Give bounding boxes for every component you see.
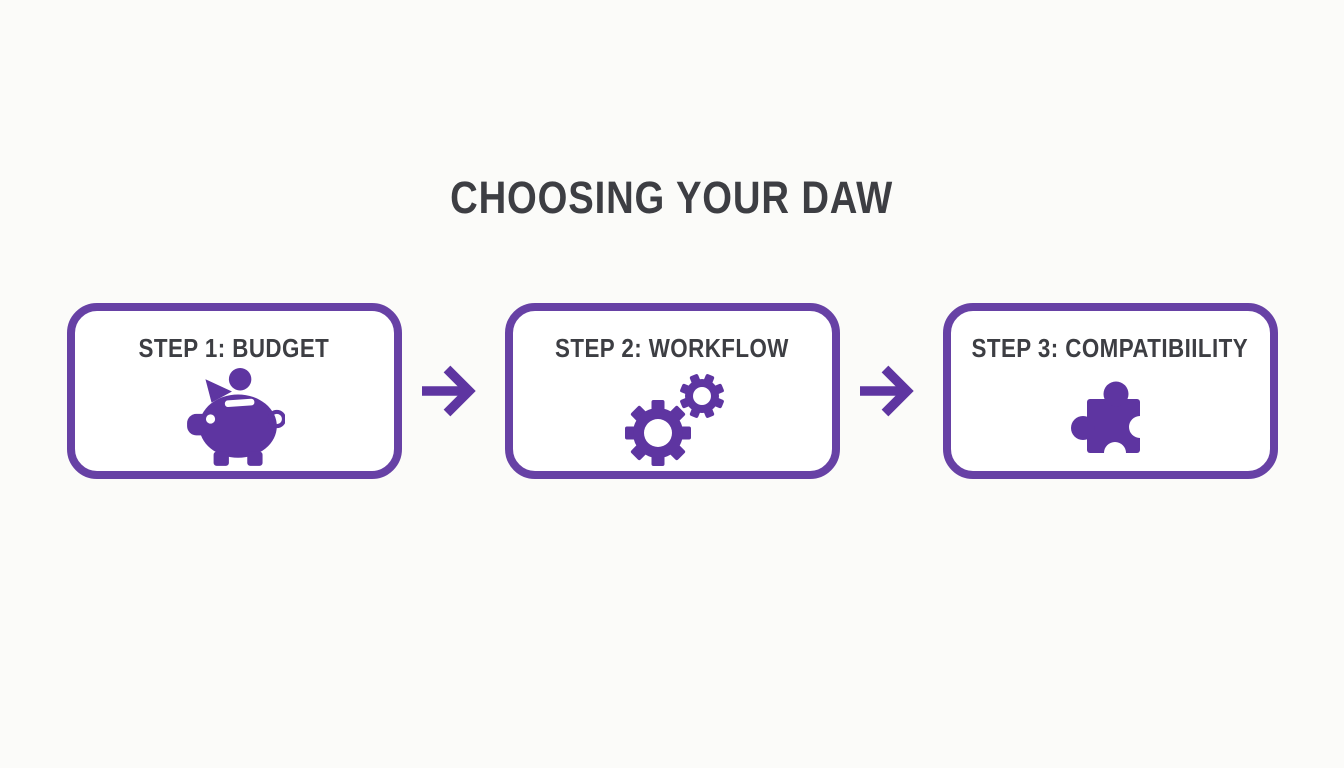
right-arrow-icon (421, 362, 485, 420)
step-card-workflow: STEP 2: WORKFLOW (504, 303, 840, 479)
right-arrow-icon (859, 362, 923, 420)
step-card-compatibility: STEP 3: COMPATIBIILITY (942, 303, 1278, 479)
step-flow: STEP 1: BUDGET (0, 303, 1344, 479)
gears-icon (616, 366, 728, 471)
connector-2 (840, 362, 943, 420)
step-label: STEP 3: COMPATIBIILITY (971, 333, 1249, 363)
connector-1 (402, 362, 505, 420)
puzzle-piece-icon (1060, 366, 1160, 471)
step-label: STEP 1: BUDGET (138, 333, 330, 363)
piggy-bank-icon (183, 366, 285, 471)
step-label: STEP 2: WORKFLOW (555, 333, 789, 363)
page-title: CHOOSING YOUR DAW (0, 172, 1344, 224)
page-title-text: CHOOSING YOUR DAW (450, 172, 894, 223)
step-card-budget: STEP 1: BUDGET (66, 303, 402, 479)
